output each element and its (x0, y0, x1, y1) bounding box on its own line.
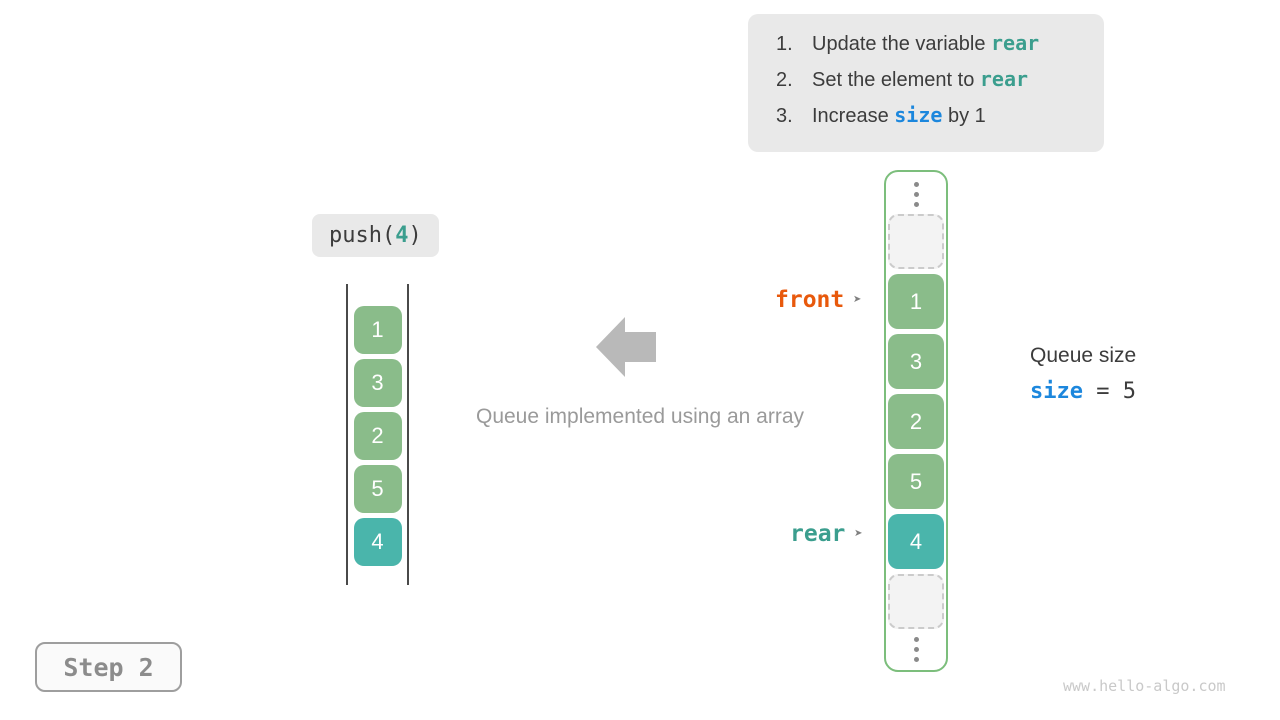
ellipsis-bottom-icon (913, 637, 919, 662)
array-view: 1 3 2 5 4 (884, 170, 948, 672)
pointer-arrow-icon: ➤ (854, 526, 863, 542)
queue-cell: 2 (353, 412, 402, 460)
array-cell: 3 (888, 334, 944, 389)
watermark-text: www.hello-algo.com (1063, 677, 1226, 695)
queue-cell-pushed: 4 (353, 518, 402, 566)
step-badge: Step 2 (35, 642, 182, 692)
queue-size-value: 5 (1122, 379, 1136, 404)
array-cell-empty (888, 214, 944, 269)
queue-cell: 5 (353, 465, 402, 513)
code-token-rear: rear (979, 67, 1029, 91)
queue-abstract-view: 1 3 2 5 4 (346, 284, 409, 585)
instruction-number: 2. (776, 69, 793, 91)
ellipsis-top-icon (913, 182, 919, 207)
instruction-item: 2. Set the element to rear (776, 67, 1104, 103)
rear-pointer-label: rear ➤ (790, 521, 863, 547)
array-cell-rear: 4 (888, 514, 944, 569)
operation-fn: push( (329, 223, 396, 248)
operation-arg: 4 (395, 223, 409, 248)
queue-size-value-row: size = 5 (1030, 379, 1136, 404)
queue-size-title: Queue size (1030, 344, 1137, 367)
instruction-number: 3. (776, 105, 793, 127)
operation-close: ) (408, 223, 422, 248)
array-cell: 2 (888, 394, 944, 449)
code-token-rear: rear (991, 31, 1040, 55)
pointer-arrow-icon: ➤ (853, 292, 862, 308)
instruction-box: 1. Update the variable rear 2. Set the e… (748, 14, 1104, 152)
queue-cell: 1 (353, 306, 402, 354)
code-token-size: size (1030, 379, 1083, 404)
instruction-number: 1. (776, 33, 793, 55)
array-cell: 5 (888, 454, 944, 509)
code-token-size: size (894, 103, 943, 127)
queue-cell: 3 (353, 359, 402, 407)
caption-text: Queue implemented using an array (475, 405, 805, 428)
instruction-text: Update the variable rear (812, 31, 1040, 55)
front-pointer-label: front ➤ (775, 287, 862, 313)
instruction-item: 1. Update the variable rear (776, 31, 1104, 67)
rear-pointer-text: rear (790, 521, 846, 547)
front-pointer-text: front (775, 287, 845, 313)
instruction-item: 3. Increase size by 1 (776, 103, 1104, 139)
left-arrow-icon (596, 317, 656, 382)
operation-label: push(4) (312, 214, 439, 257)
array-cell-front: 1 (888, 274, 944, 329)
queue-size-block: Queue size size = 5 (1030, 344, 1136, 404)
instruction-text: Set the element to rear (812, 67, 1029, 91)
instruction-text: Increase size by 1 (812, 103, 986, 127)
array-cell-empty (888, 574, 944, 629)
equals-sign: = (1082, 379, 1123, 404)
